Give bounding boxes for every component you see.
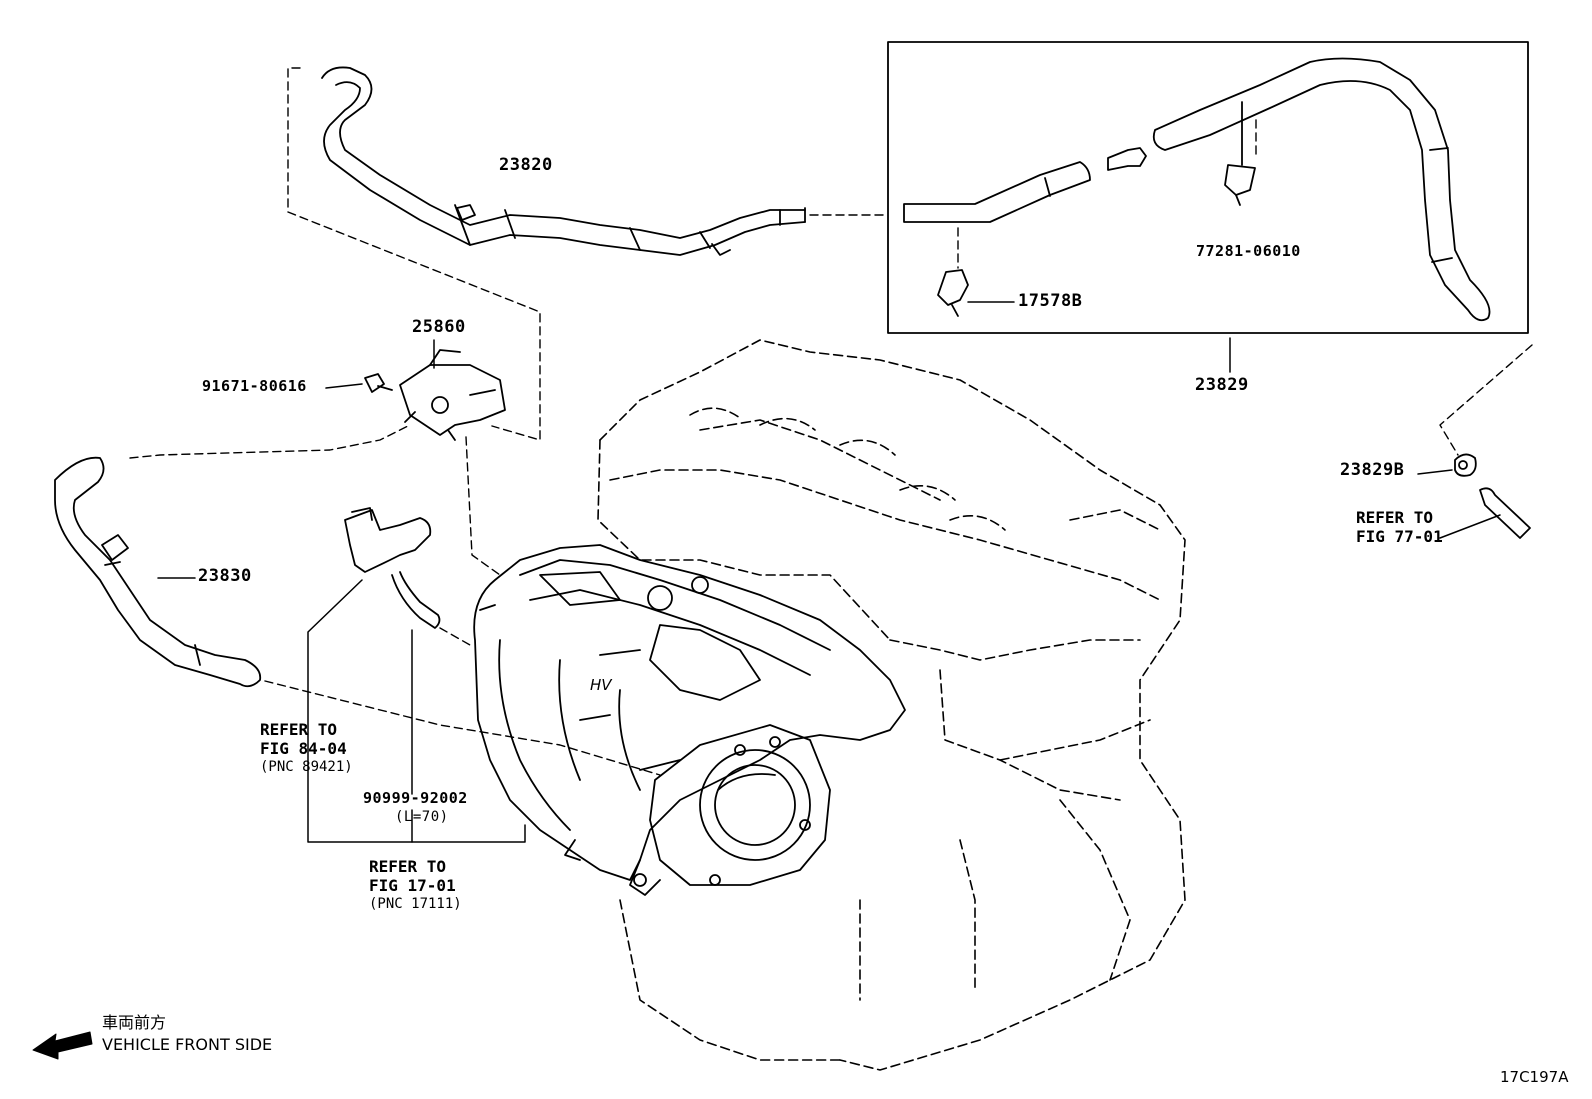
part-label-25860[interactable]: 25860	[412, 317, 466, 337]
figure-code: 17C197A	[1500, 1068, 1569, 1086]
vehicle-front-english: VEHICLE FRONT SIDE	[102, 1035, 273, 1054]
part-label-77281-06010[interactable]: 77281-06010	[1196, 242, 1301, 260]
reference-pnc: (PNC 17111)	[369, 896, 462, 912]
hose-23830-drawing	[54, 456, 262, 688]
part-label-23820[interactable]: 23820	[499, 155, 553, 175]
reference-line: REFER TO	[1356, 508, 1434, 527]
leader-lines	[157, 301, 1501, 843]
part-label-17578b[interactable]: 17578B	[1018, 291, 1083, 311]
reference-line: FIG 77-01	[1356, 527, 1443, 546]
reference-line: REFER TO	[369, 857, 447, 876]
part-label-23830[interactable]: 23830	[198, 566, 252, 586]
reference-line: REFER TO	[260, 720, 338, 739]
vehicle-front-japanese: 車両前方	[102, 1013, 167, 1032]
hose-23820-drawing	[321, 66, 806, 256]
engine-block-outline	[597, 339, 1186, 1071]
intake-manifold: HV	[473, 544, 906, 896]
part-label-91671-80616[interactable]: 91671-80616	[202, 377, 307, 395]
reference-line: FIG 84-04	[260, 739, 347, 758]
svg-text:HV: HV	[590, 676, 613, 694]
hose-length-note: (L=70)	[395, 809, 449, 825]
part-label-23829[interactable]: 23829	[1195, 375, 1249, 395]
reference-pnc: (PNC 89421)	[260, 759, 353, 775]
reference-fig-77-01[interactable]: REFER TO FIG 77-01	[1356, 508, 1443, 546]
connection-lines	[129, 67, 1533, 776]
part-label-23829b[interactable]: 23829B	[1340, 460, 1405, 480]
reference-fig-84-04[interactable]: REFER TO FIG 84-04 (PNC 89421)	[260, 720, 353, 777]
hose-23829-drawing	[903, 57, 1491, 322]
sensor-drawing	[344, 507, 441, 629]
reference-line: FIG 17-01	[369, 876, 456, 895]
part-label-90999-92002[interactable]: 90999-92002	[363, 789, 468, 807]
clamp-23829b-drawing	[1454, 453, 1531, 539]
assembly-23829-box	[887, 41, 1529, 334]
front-arrow-icon	[32, 1031, 93, 1060]
vsv-25860-drawing	[364, 349, 506, 441]
reference-fig-17-01[interactable]: REFER TO FIG 17-01 (PNC 17111)	[369, 857, 462, 914]
